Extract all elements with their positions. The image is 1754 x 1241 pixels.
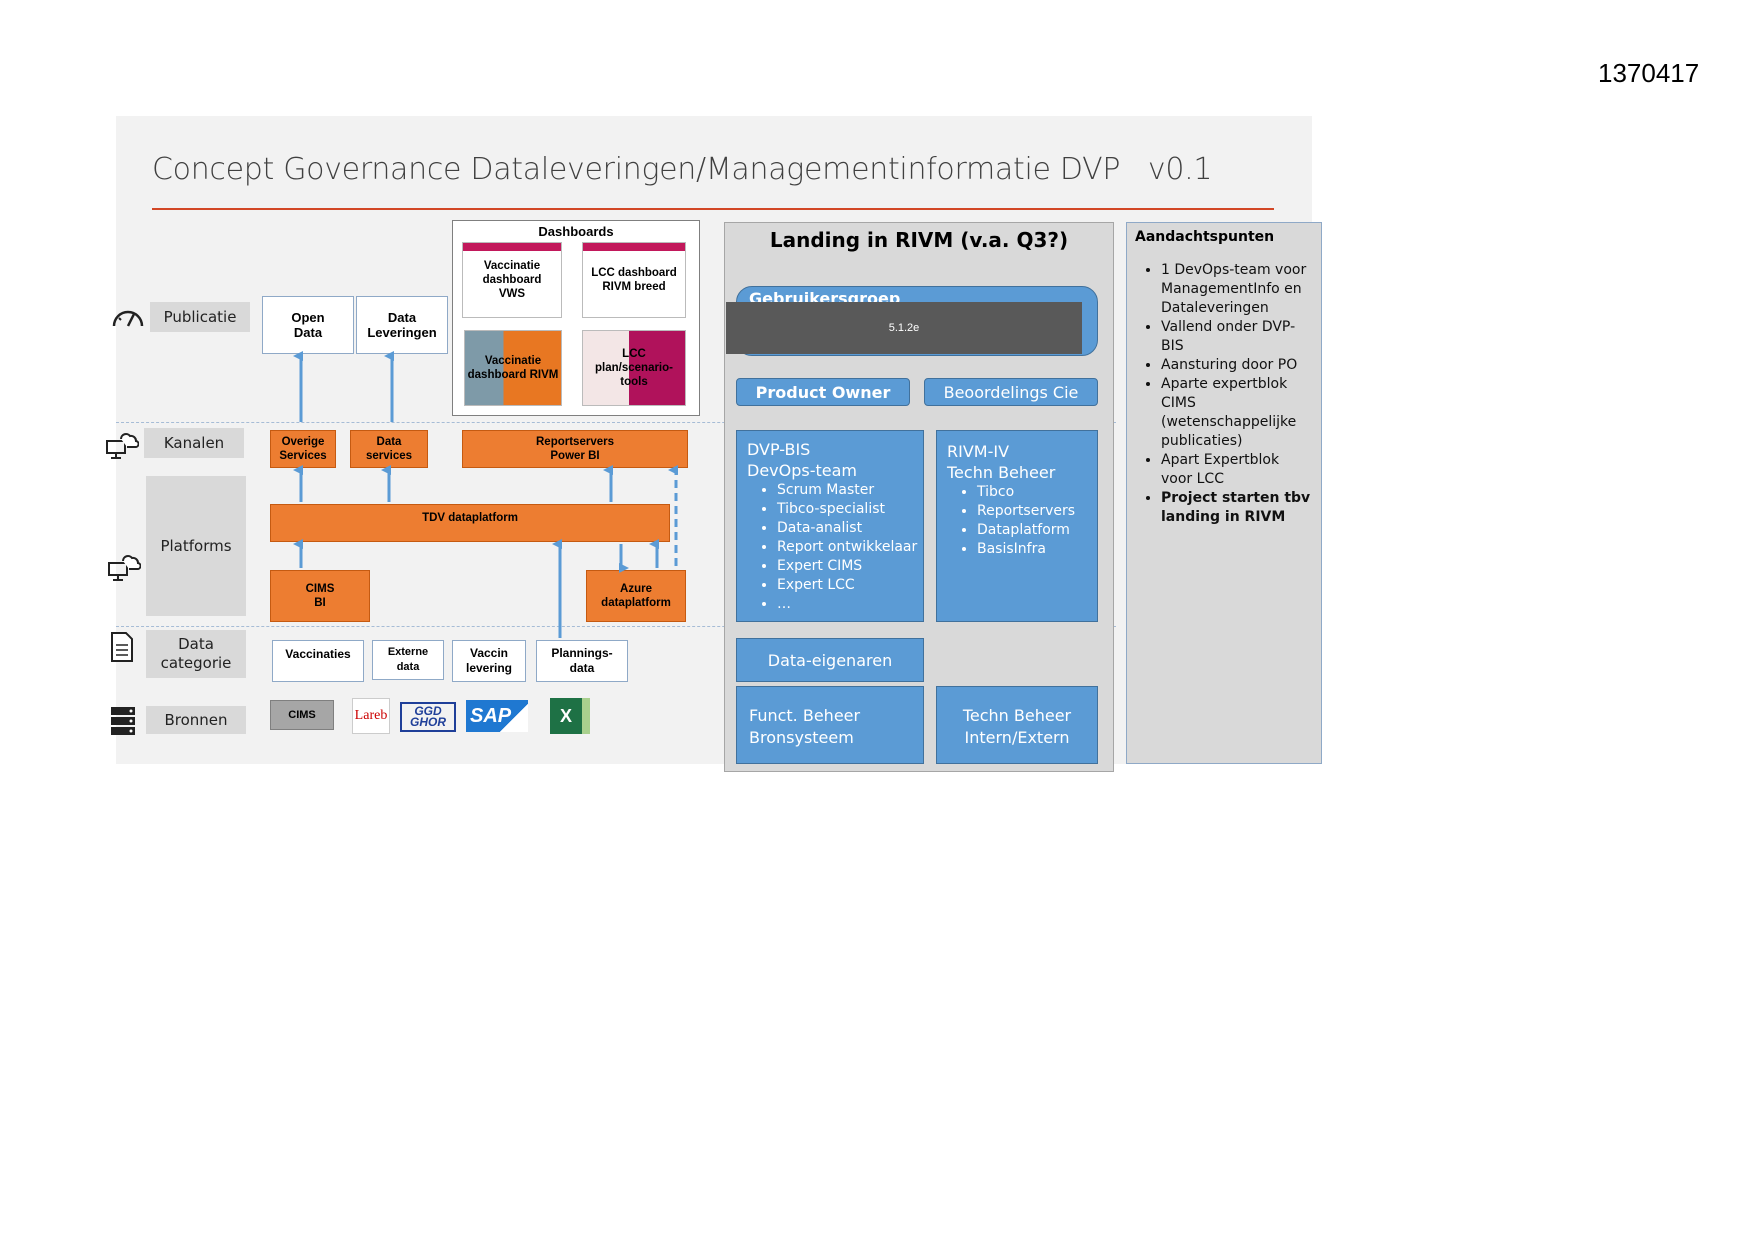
landing-title: Landing in RIVM (v.a. Q3?) [769,228,1069,252]
reportservers-box: Reportservers Power BI [462,430,688,468]
title-underline [152,208,1274,210]
aandachtspunt-item: Aansturing door PO [1161,356,1313,375]
funct-beheer-box: Funct. Beheer Bronsysteem [736,686,924,764]
slide-title: Concept Governance Dataleveringen/Manage… [152,152,1213,187]
overige-services-box: Overige Services [270,430,336,468]
dvp-bis-title: DVP-BIS [747,440,811,459]
aandachtspunten-title: Aandachtspunten [1135,229,1275,245]
dashboards-title: Dashboards [538,224,614,239]
gauge-icon [110,302,146,330]
vaccin-levering-box: Vaccin levering [452,640,526,682]
techn-beheer-line2: Intern/Extern [964,728,1070,747]
row-separator [116,626,1116,627]
lareb-logo: Lareb [352,698,390,734]
cims-logo: CIMS [270,700,334,730]
aandachtspunten-panel: Aandachtspunten 1 DevOps-team voor Manag… [1126,222,1322,764]
excel-logo: X [550,698,590,734]
data-eigenaren-box: Data-eigenaren [736,638,924,682]
beheer-item: Dataplatform [977,521,1097,540]
aandachtspunt-item-bold: Project starten tbv landing in RIVM [1161,489,1313,527]
rivm-iv-subtitle: Techn Beheer [947,463,1056,482]
azure-dataplatform-box: Azure dataplatform [586,570,686,622]
dashboard-thumbnail[interactable]: LCC plan/scenario-tools [582,330,686,406]
dashboard-thumbnail[interactable]: LCC dashboard RIVM breed [582,242,686,318]
funct-beheer-line2: Bronsysteem [749,728,854,747]
beheer-item: Reportservers [977,502,1097,521]
redaction-block: 5.1.2e [726,302,1082,354]
ggd-ghor-logo: GGD GHOR [400,702,456,732]
rivm-iv-title: RIVM-IV [947,442,1010,461]
data-services-box: Data services [350,430,428,468]
open-data-box: Open Data [262,296,354,354]
beheer-item: BasisInfra [977,540,1097,559]
dashboard-thumbnail[interactable]: Vaccinatie dashboard VWS [462,242,562,318]
cloud-monitor-icon [104,428,140,462]
row-label-platforms: Platforms [146,476,246,616]
rivm-iv-box: RIVM-IV Techn Beheer Tibco Reportservers… [936,430,1098,622]
dashboard-thumbnail[interactable]: Vaccinatie dashboard RIVM [464,330,562,406]
aandachtspunt-item: Apart Expertblok voor LCC [1161,451,1313,489]
row-separator [116,422,1116,423]
row-label-data-categorie: Data categorie [146,630,246,678]
redaction-code: 5.1.2e [888,322,920,334]
vaccinaties-box: Vaccinaties [272,640,364,682]
document-id: 1370417 [1598,58,1700,88]
team-member: Expert LCC [777,576,923,595]
beheer-item: Tibco [977,483,1097,502]
product-owner-box: Product Owner [736,378,910,406]
techn-beheer-box: Techn Beheer Intern/Extern [936,686,1098,764]
tdv-dataplatform-box: TDV dataplatform [270,504,670,542]
team-member: Expert CIMS [777,557,923,576]
team-member: Tibco-specialist [777,500,923,519]
techn-beheer-line1: Techn Beheer [962,706,1072,725]
sap-logo: SAP [466,700,528,732]
cloud-monitor-icon [106,550,142,584]
funct-beheer-line1: Funct. Beheer [749,706,861,725]
externe-data-box: Externe data [372,640,444,680]
beoordelings-cie-box: Beoordelings Cie [924,378,1098,406]
server-icon [108,704,138,738]
plannings-data-box: Plannings-data [536,640,628,682]
aandachtspunt-item: Vallend onder DVP-BIS [1161,318,1313,356]
row-label-kanalen: Kanalen [144,428,244,458]
dvp-bis-subtitle: DevOps-team [747,461,857,480]
team-member: Scrum Master [777,481,923,500]
row-label-publicatie: Publicatie [150,302,250,332]
row-label-bronnen: Bronnen [146,706,246,734]
team-member: Report ontwikkelaar [777,538,923,557]
team-member: Data-analist [777,519,923,538]
aandachtspunt-item: Aparte expertblok CIMS (wetenschappelijk… [1161,375,1313,451]
cims-bi-box: CIMS BI [270,570,370,622]
document-icon [108,630,136,664]
dvp-bis-box: DVP-BIS DevOps-team Scrum Master Tibco-s… [736,430,924,622]
data-leveringen-box: Data Leveringen [356,296,448,354]
aandachtspunt-item: 1 DevOps-team voor ManagementInfo en Dat… [1161,261,1313,318]
team-member: … [777,595,923,614]
